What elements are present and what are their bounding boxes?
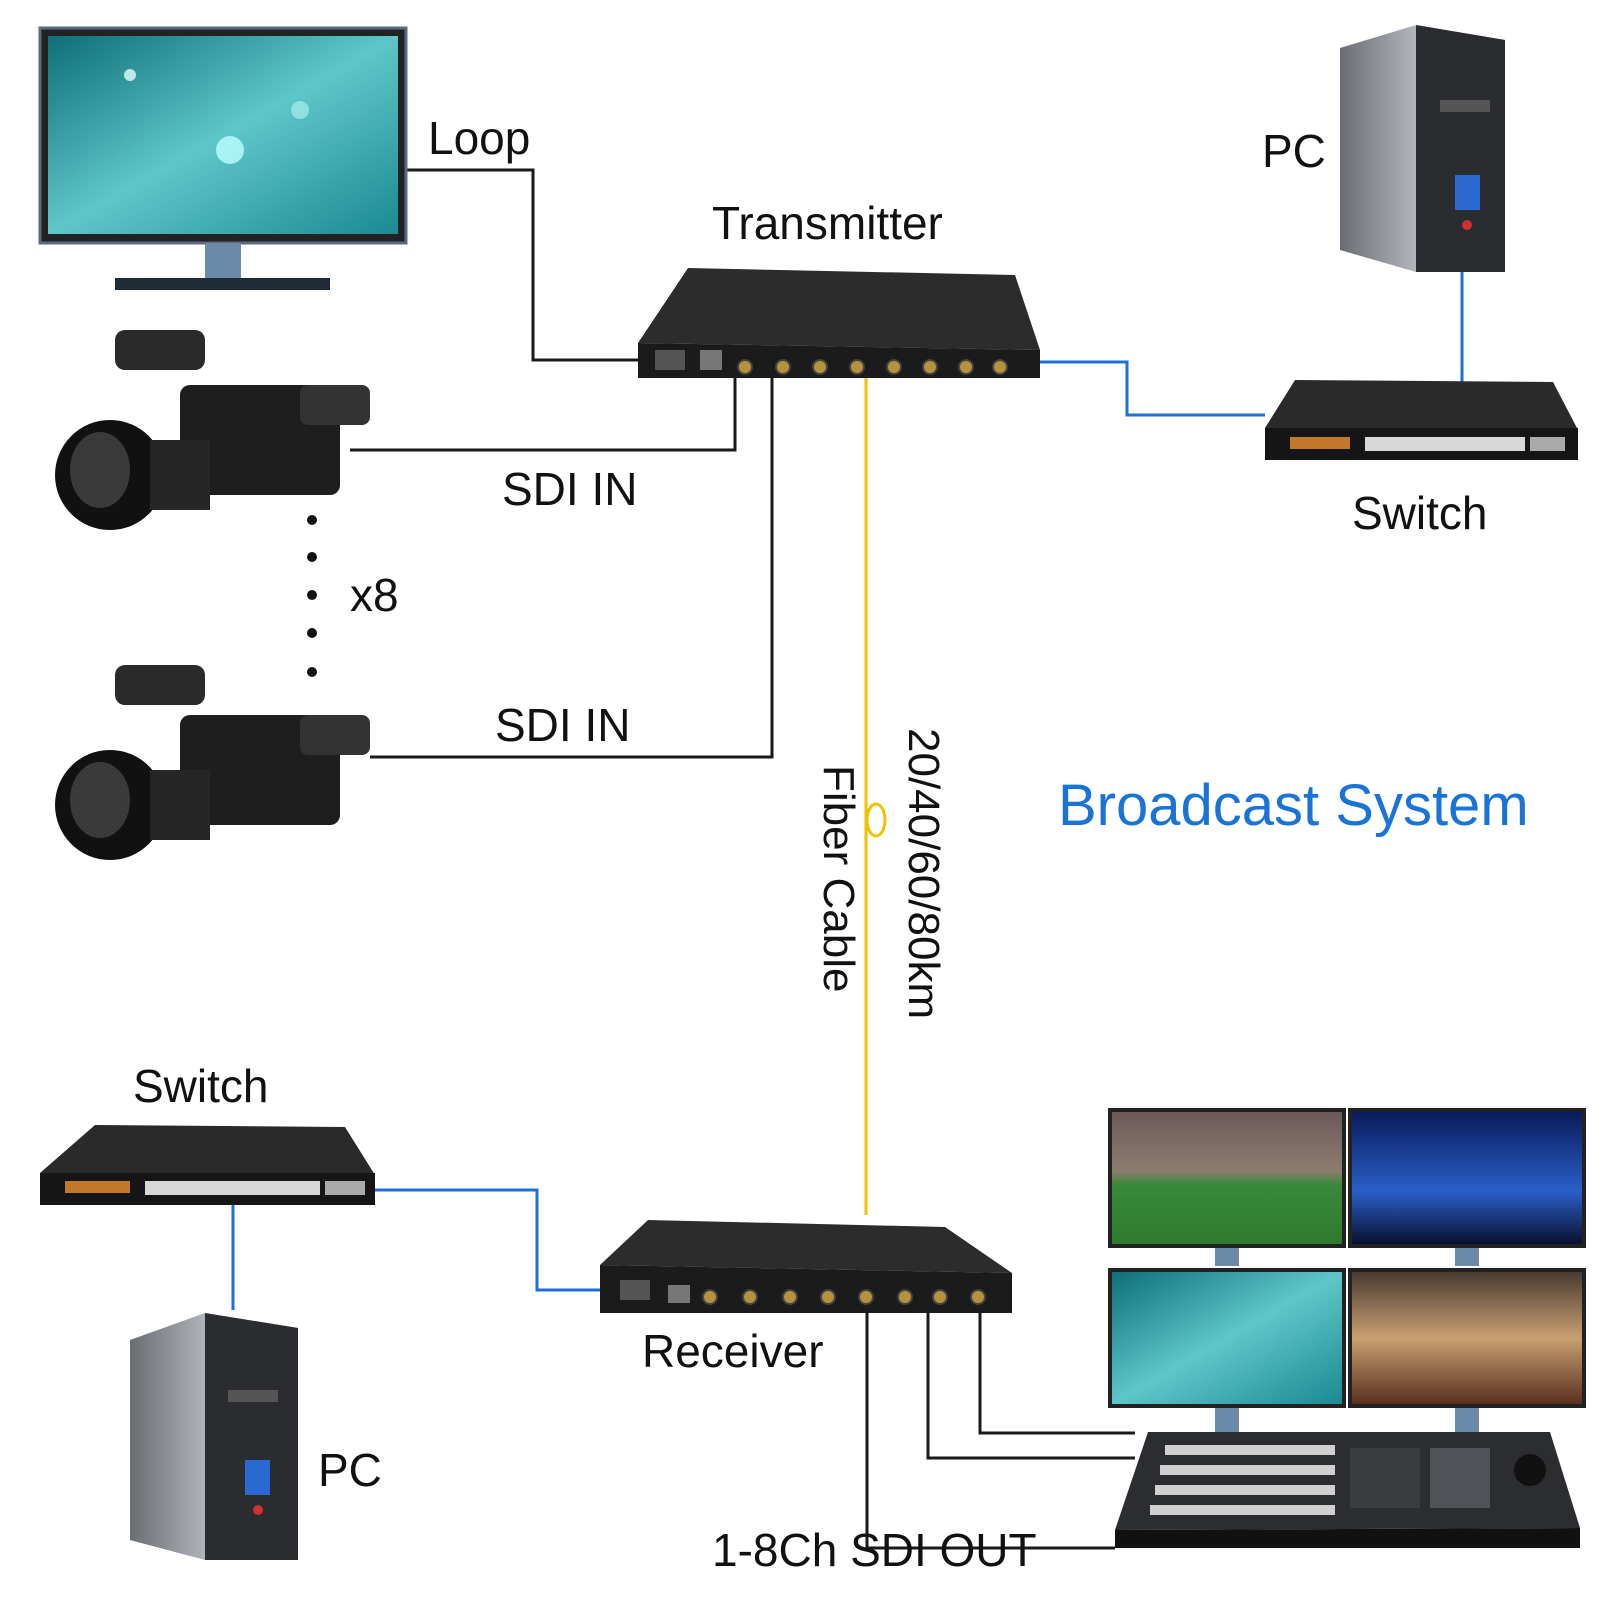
transmitter-label: Transmitter <box>712 197 943 249</box>
sdi-in-label-2: SDI IN <box>495 699 631 751</box>
sdi-out-cable-1 <box>865 1313 1115 1550</box>
receiver-label: Receiver <box>642 1325 824 1377</box>
distance-label: 20/40/60/80km <box>899 728 948 1020</box>
sdi-out-cable-3 <box>978 1313 1135 1435</box>
camera-1 <box>55 330 370 530</box>
loop-label: Loop <box>428 112 531 164</box>
pc-tower-bottom <box>130 1313 298 1560</box>
monitor <box>38 26 408 290</box>
sdi-in-label-1: SDI IN <box>502 463 638 515</box>
monitor-wall <box>1108 1108 1586 1434</box>
fiber-cable-label: Fiber Cable <box>814 765 863 993</box>
production-switcher <box>1115 1432 1580 1548</box>
switch-top-label: Switch <box>1352 487 1488 539</box>
switch-top-device <box>1265 380 1578 460</box>
sdi-cables <box>350 168 1135 1550</box>
sdi-in-cable-1 <box>350 375 737 452</box>
pc-top-label: PC <box>1262 125 1326 177</box>
ethernet-cables <box>231 270 1464 1310</box>
sdi-out-cable-2 <box>926 1313 1135 1460</box>
ellipsis-dots <box>307 515 317 677</box>
multiplier-label: x8 <box>350 569 399 621</box>
fiber-cable <box>864 377 887 1215</box>
switch-bottom-device <box>40 1125 375 1205</box>
sdi-in-cable-2 <box>370 375 774 759</box>
pc-bottom-label: PC <box>318 1444 382 1496</box>
transmitter-device <box>638 268 1040 378</box>
fiber-coil <box>865 802 887 838</box>
receiver-device <box>600 1220 1012 1313</box>
camera-2 <box>55 665 370 860</box>
eth-switch-rx <box>375 1188 600 1292</box>
eth-tx-switch <box>1040 360 1265 417</box>
switch-bottom-label: Switch <box>133 1060 269 1112</box>
sdi-out-label: 1-8Ch SDI OUT <box>712 1524 1037 1576</box>
pc-tower-top <box>1340 25 1505 272</box>
loop-cable <box>400 168 640 362</box>
system-title: Broadcast System <box>1058 773 1529 838</box>
